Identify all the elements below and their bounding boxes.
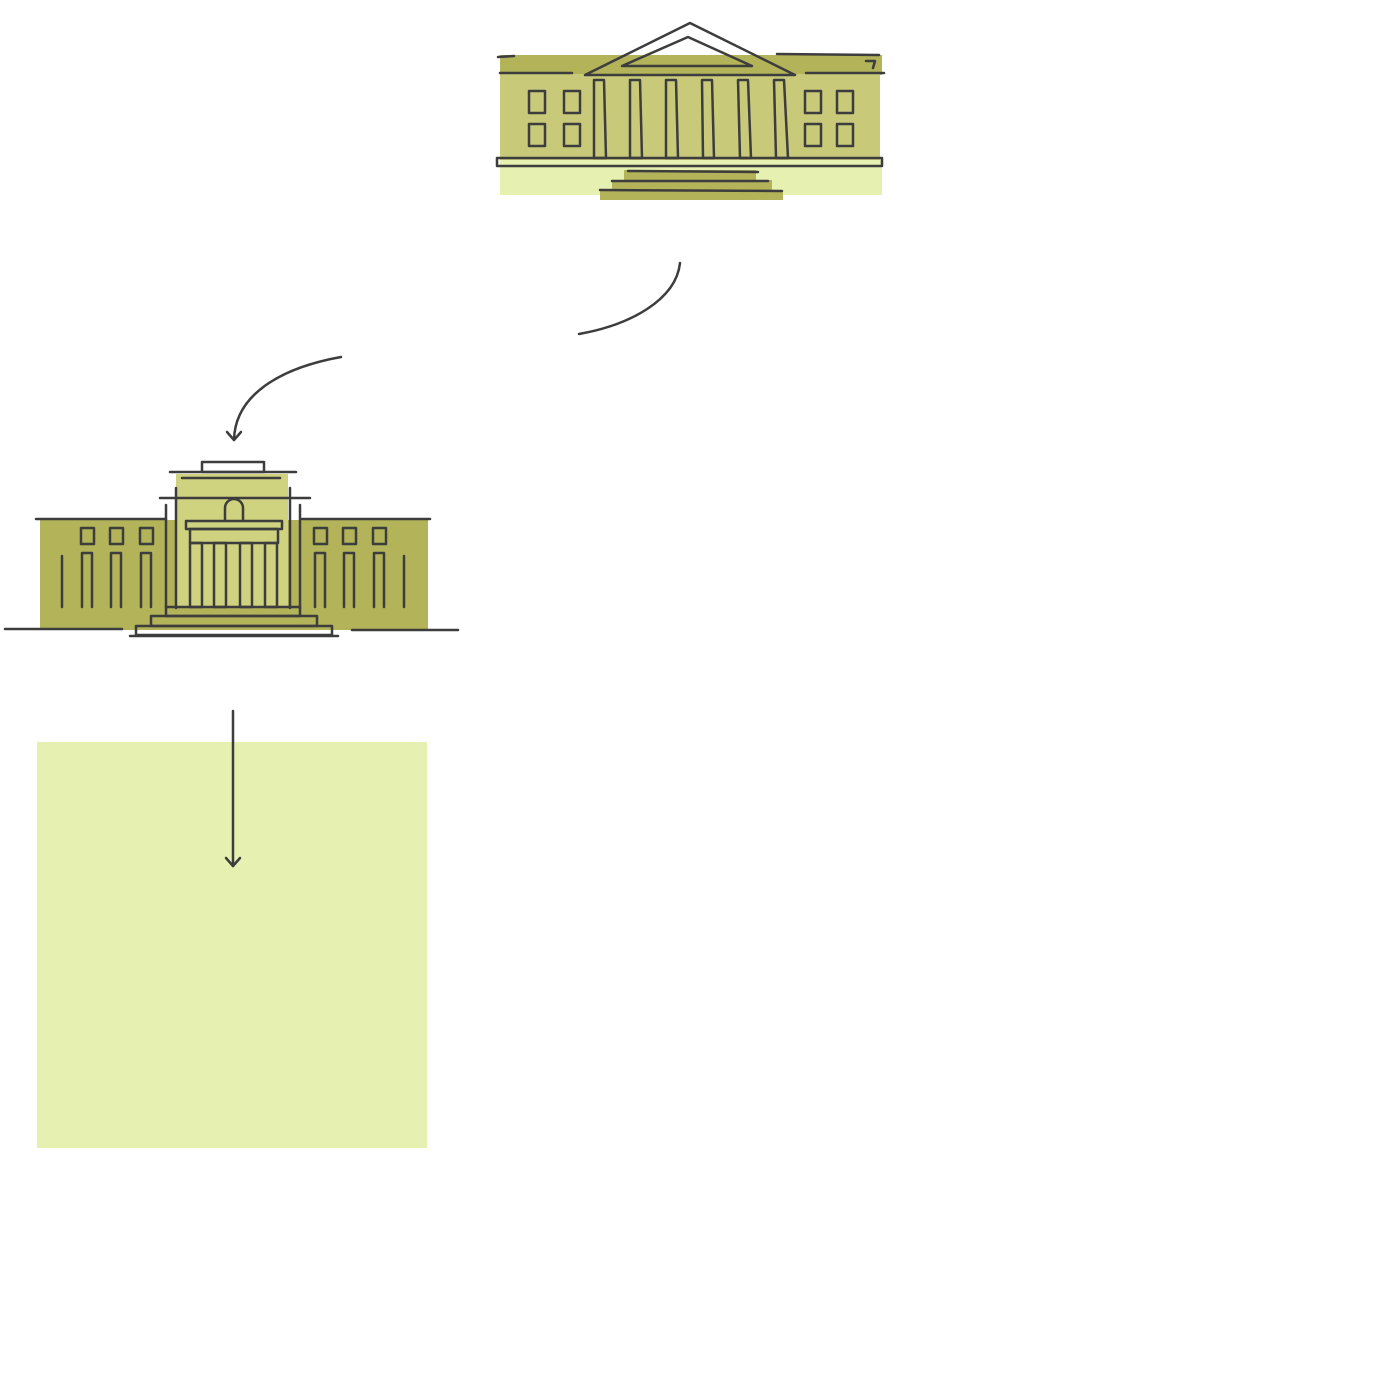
connector-curve (577, 261, 682, 336)
arrow-curved (225, 355, 343, 442)
government-building-illustration (3, 460, 460, 638)
classical-building-illustration (495, 21, 886, 200)
arrow-down (224, 709, 242, 868)
